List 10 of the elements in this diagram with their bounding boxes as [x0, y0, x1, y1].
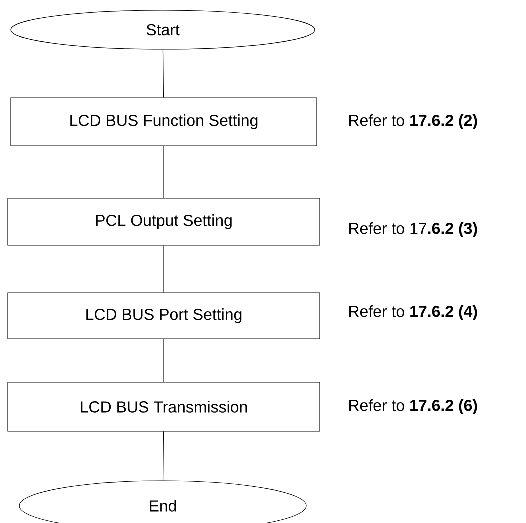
- reference-note: Refer to 17.6.2 (2): [350, 114, 478, 130]
- reference-note: Refer to 17.6.2 (4): [350, 306, 478, 320]
- reference-note: Refer to 17.6.2 (3): [350, 222, 478, 238]
- process-box: LCD BUS Transmission: [8, 382, 320, 432]
- connector-line: [162, 50, 164, 98]
- process-box: PCL Output Setting: [8, 198, 320, 246]
- process-box: LCD BUS Port Setting: [8, 292, 320, 340]
- process-box: LCD BUS Function Setting: [10, 98, 318, 146]
- connector-line: [162, 432, 164, 481]
- reference-note: Refer to 17.6.2 (6): [350, 400, 478, 414]
